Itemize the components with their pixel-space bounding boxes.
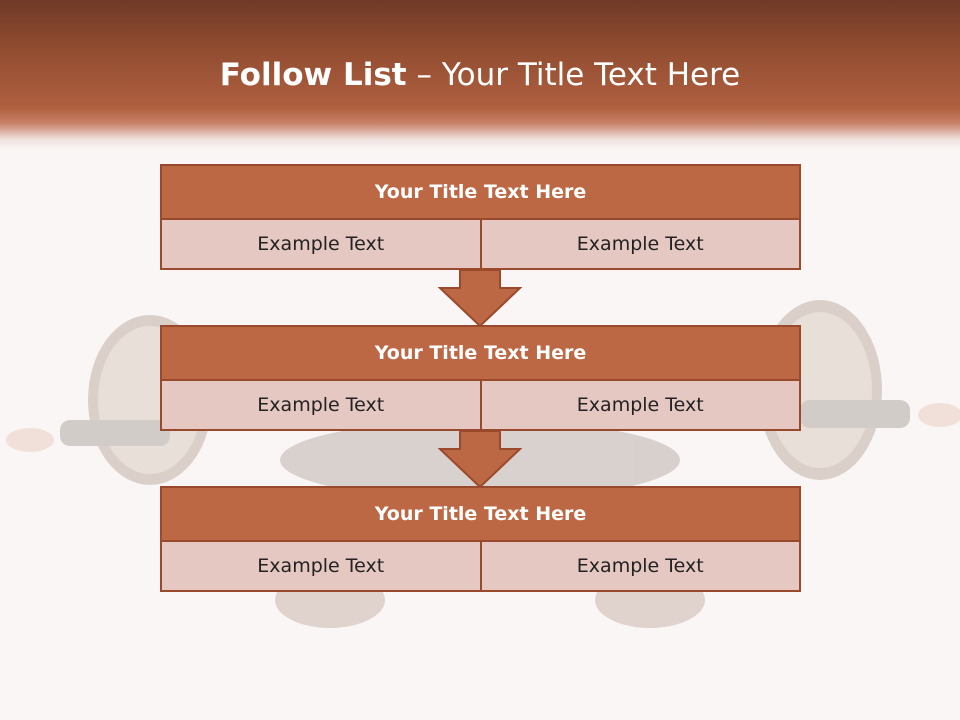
block-title: Your Title Text Here — [160, 164, 801, 220]
list-block-2: Your Title Text Here Example Text Exampl… — [160, 325, 801, 431]
title-bold: Follow List — [219, 57, 407, 93]
block-cell-right: Example Text — [481, 542, 801, 592]
title-rest: – Your Title Text Here — [406, 57, 741, 93]
list-block-1: Your Title Text Here Example Text Exampl… — [160, 164, 801, 270]
block-title: Your Title Text Here — [160, 486, 801, 542]
block-row: Example Text Example Text — [160, 220, 801, 270]
left-arm — [60, 420, 170, 446]
down-arrow-icon — [438, 270, 522, 328]
header-band — [0, 0, 960, 150]
left-hand — [6, 428, 54, 452]
block-cell-left: Example Text — [160, 542, 482, 592]
right-hand — [918, 403, 960, 427]
block-cell-left: Example Text — [160, 381, 482, 431]
block-row: Example Text Example Text — [160, 381, 801, 431]
block-cell-right: Example Text — [481, 381, 801, 431]
block-title: Your Title Text Here — [160, 325, 801, 381]
list-block-3: Your Title Text Here Example Text Exampl… — [160, 486, 801, 592]
block-cell-left: Example Text — [160, 220, 482, 270]
down-arrow-icon — [438, 431, 522, 489]
block-cell-right: Example Text — [481, 220, 801, 270]
block-row: Example Text Example Text — [160, 542, 801, 592]
slide-title: Follow List – Your Title Text Here — [0, 52, 960, 98]
right-arm — [800, 400, 910, 428]
